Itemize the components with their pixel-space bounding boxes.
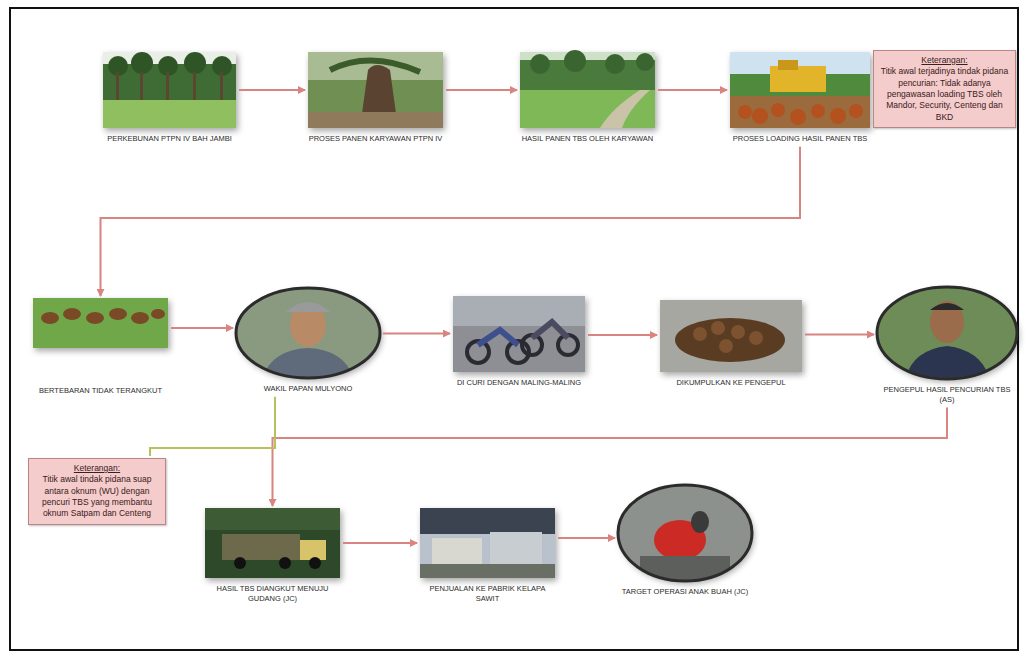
photo-area bbox=[205, 508, 340, 578]
photo-area bbox=[520, 52, 655, 128]
note-box: Keterangan:Titik awal terjadinya tindak … bbox=[873, 50, 1016, 128]
portrait-oval: PENGEPUL HASIL PENCURIAN TBS (AS) bbox=[877, 287, 1017, 405]
flow-arrow bbox=[383, 333, 450, 335]
photo-caption: PROSES PANEN KARYAWAN PTPN IV bbox=[308, 134, 443, 144]
photo-caption: PENJUALAN KE PABRIK KELAPA SAWIT bbox=[420, 584, 555, 604]
photo-box: PERKEBUNAN PTPN IV BAH JAMBI bbox=[103, 52, 236, 144]
photo-area bbox=[660, 300, 802, 372]
photo-area bbox=[236, 288, 380, 378]
photo-box: HASIL TBS DIANGKUT MENUJU GUDANG (JC) bbox=[205, 508, 340, 604]
flow-arrow bbox=[171, 327, 233, 329]
photo-caption: DI CURI DENGAN MALING-MALING bbox=[453, 378, 585, 388]
note-heading: Keterangan: bbox=[34, 463, 160, 474]
photo-area bbox=[33, 298, 168, 348]
photo-box: PROSES LOADING HASIL PANEN TBS bbox=[730, 52, 870, 144]
photo-box: PROSES PANEN KARYAWAN PTPN IV bbox=[308, 52, 443, 144]
flow-arrow bbox=[273, 408, 948, 507]
photo-caption: PENGEPUL HASIL PENCURIAN TBS (AS) bbox=[877, 385, 1017, 405]
photo-caption: TARGET OPERASI ANAK BUAH (JC) bbox=[618, 587, 752, 597]
photo-box: BERTEBARAN TIDAK TERANGKUT bbox=[33, 298, 168, 396]
photo-area bbox=[453, 296, 585, 372]
flow-arrow bbox=[446, 89, 517, 91]
photo-box: PENJUALAN KE PABRIK KELAPA SAWIT bbox=[420, 508, 555, 604]
flow-arrow bbox=[588, 334, 657, 336]
photo-area bbox=[618, 485, 752, 581]
portrait-oval: WAKIL PAPAN MULYONO bbox=[236, 288, 380, 394]
photo-caption: DIKUMPULKAN KE PENGEPUL bbox=[660, 378, 802, 388]
flow-arrow bbox=[658, 89, 727, 91]
photo-area bbox=[308, 52, 443, 128]
photo-box: DIKUMPULKAN KE PENGEPUL bbox=[660, 300, 802, 388]
photo-area bbox=[730, 52, 870, 128]
photo-box: DI CURI DENGAN MALING-MALING bbox=[453, 296, 585, 388]
photo-caption: HASIL TBS DIANGKUT MENUJU GUDANG (JC) bbox=[205, 584, 340, 604]
flow-arrow bbox=[101, 147, 801, 296]
note-text: Titik awal terjadinya tindak pidana penc… bbox=[879, 66, 1010, 123]
flow-arrow bbox=[150, 397, 275, 456]
note-text: Titik awal tindak pidana suap antara okn… bbox=[34, 474, 160, 520]
photo-caption: PERKEBUNAN PTPN IV BAH JAMBI bbox=[103, 134, 236, 144]
flow-arrow bbox=[239, 89, 305, 91]
photo-area bbox=[877, 287, 1017, 379]
photo-area bbox=[420, 508, 555, 578]
photo-caption: HASIL PANEN TBS OLEH KARYAWAN bbox=[520, 134, 655, 144]
photo-caption: BERTEBARAN TIDAK TERANGKUT bbox=[33, 386, 168, 396]
flow-arrow bbox=[805, 334, 874, 336]
spacer bbox=[33, 348, 168, 380]
photo-caption: WAKIL PAPAN MULYONO bbox=[236, 384, 380, 394]
note-box: Keterangan:Titik awal tindak pidana suap… bbox=[28, 458, 166, 525]
flow-arrow bbox=[558, 537, 615, 539]
note-heading: Keterangan: bbox=[879, 55, 1010, 66]
photo-caption: PROSES LOADING HASIL PANEN TBS bbox=[730, 134, 870, 144]
photo-area bbox=[103, 52, 236, 128]
portrait-oval: TARGET OPERASI ANAK BUAH (JC) bbox=[618, 485, 752, 597]
photo-box: HASIL PANEN TBS OLEH KARYAWAN bbox=[520, 52, 655, 144]
flow-arrow bbox=[343, 542, 417, 544]
